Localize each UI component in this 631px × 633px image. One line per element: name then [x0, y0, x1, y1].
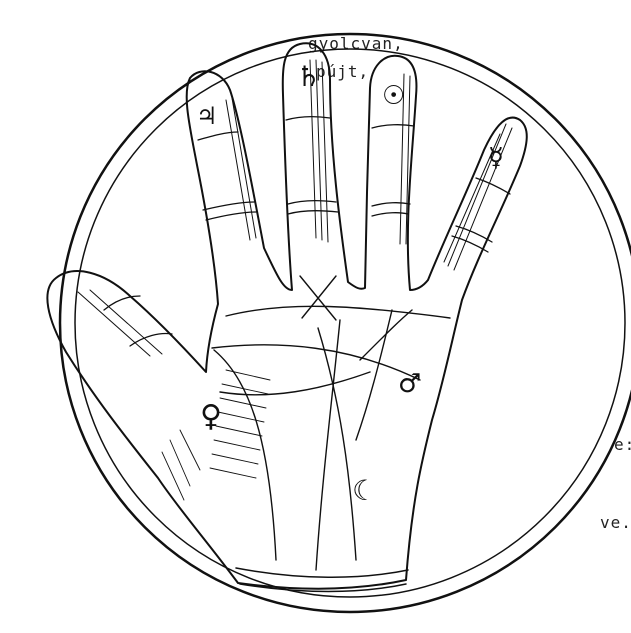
- jupiter-symbol: ♃: [196, 102, 218, 130]
- finger-shading: [78, 60, 512, 356]
- venus-mount-hatching: [162, 370, 270, 500]
- sun-symbol: ☉: [382, 81, 405, 111]
- moon-symbol: ☾: [352, 474, 377, 507]
- saturn-symbol: ♄: [296, 60, 321, 93]
- head-line: [212, 345, 420, 380]
- mars-symbol: ♂: [398, 369, 421, 399]
- wrist-line: [236, 568, 408, 577]
- palm-lines: [212, 276, 450, 570]
- venus-symbol: ♀: [200, 399, 222, 434]
- mercury-symbol: ☿: [488, 143, 504, 173]
- inner-frame-circle: [75, 49, 625, 597]
- outer-frame-circle: [60, 34, 631, 612]
- heart-line: [226, 306, 450, 318]
- fate-line: [316, 320, 340, 570]
- life-line: [214, 350, 276, 560]
